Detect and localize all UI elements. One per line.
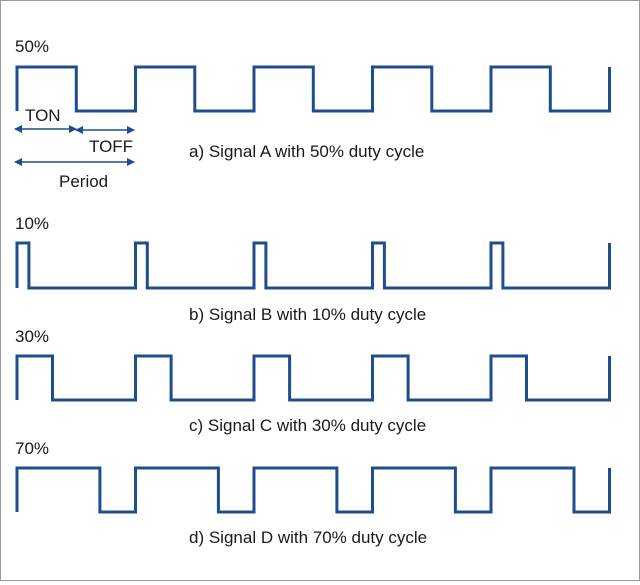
signal-b-waveform (15, 241, 611, 290)
period-label: Period (59, 172, 108, 191)
signal-b-group: 10% b) Signal B with 10% duty cycle (15, 214, 611, 324)
signal-c-group: 30% c) Signal C with 30% duty cycle (15, 327, 611, 435)
ton-label: TON (25, 106, 61, 125)
signal-a-waveform (15, 65, 611, 113)
signal-b-duty-label: 10% (15, 214, 49, 233)
toff-label: TOFF (89, 137, 133, 156)
signal-b-caption: b) Signal B with 10% duty cycle (189, 305, 426, 324)
signal-c-waveform (15, 354, 611, 402)
signal-a-group: 50% a) Signal A with 50% duty cycle (15, 37, 611, 161)
signal-d-caption: d) Signal D with 70% duty cycle (189, 528, 427, 547)
signal-d-group: 70% d) Signal D with 70% duty cycle (15, 439, 611, 547)
signal-a-caption: a) Signal A with 50% duty cycle (189, 142, 424, 161)
signal-d-waveform (15, 466, 611, 514)
signal-c-caption: c) Signal C with 30% duty cycle (189, 416, 426, 435)
timing-annotations: TON TOFF Period (14, 106, 135, 191)
signal-a-duty-label: 50% (15, 37, 49, 56)
signal-c-duty-label: 30% (15, 327, 49, 346)
signal-d-duty-label: 70% (15, 439, 49, 458)
